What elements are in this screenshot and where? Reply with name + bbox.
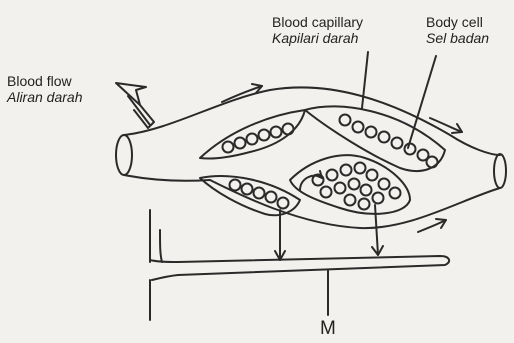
blood-flow-arrow	[116, 83, 154, 128]
leader-line-cell	[408, 56, 436, 148]
flow-arrow-right-bottom	[418, 219, 446, 232]
m-label: M	[320, 318, 336, 340]
tissue-cluster-upper-left	[200, 110, 305, 159]
blood-capillary-label-ms: Kapilari darah	[272, 30, 363, 46]
blood-capillary-label: Blood capillary Kapilari darah	[272, 14, 363, 46]
blood-flow-label-en: Blood flow	[7, 73, 83, 89]
flow-arrow-top	[222, 84, 262, 102]
venule	[494, 154, 506, 188]
drain-arrow-left	[275, 210, 285, 260]
blood-capillary-label-en: Blood capillary	[272, 14, 363, 30]
body-cell-label: Body cell Sel badan	[426, 14, 489, 46]
leader-line-capillary	[362, 52, 368, 108]
lymph-vessel-m	[150, 210, 449, 320]
drain-arrow-right	[372, 205, 383, 255]
blood-flow-label-ms: Aliran darah	[7, 89, 83, 105]
body-cell-label-en: Body cell	[426, 14, 489, 30]
body-cell-label-ms: Sel badan	[426, 30, 489, 46]
blood-flow-label: Blood flow Aliran darah	[7, 73, 83, 105]
